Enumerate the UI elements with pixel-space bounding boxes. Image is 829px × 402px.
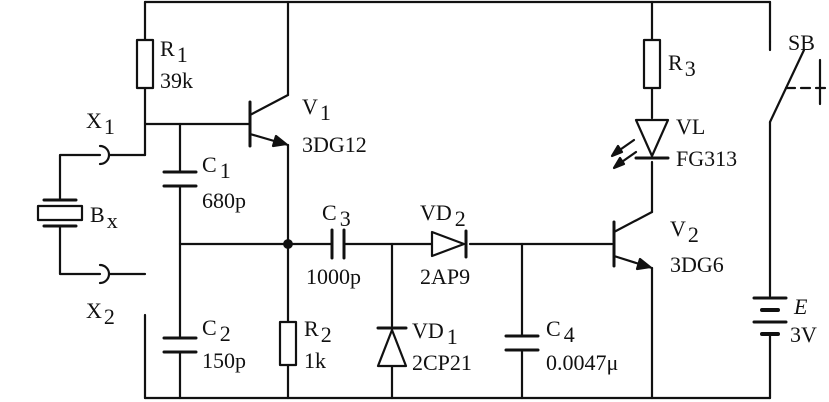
x1-label: X1 [86, 108, 115, 139]
resistor-r3: R3 [642, 38, 696, 90]
bx-label: Bx [90, 202, 118, 233]
r1-label: R1 [160, 36, 188, 67]
wires [58, 0, 772, 400]
junction-dot [283, 239, 293, 249]
r3-label: R3 [668, 50, 696, 81]
vl-value: FG313 [676, 146, 737, 171]
crystal-bx: Bx [36, 198, 118, 233]
transistor-v1: V1 3DG12 [248, 93, 367, 157]
transistor-v2: V2 3DG6 [612, 210, 724, 277]
battery-e: E 3V [752, 294, 817, 347]
c3-value: 1000p [306, 264, 361, 289]
v1-label: V1 [302, 94, 331, 125]
v2-value: 3DG6 [670, 252, 724, 277]
switch-sb: SB [768, 30, 828, 124]
resistor-r2: R2 1k [278, 316, 332, 373]
socket-x2: X2 [86, 263, 115, 329]
x2-label: X2 [86, 298, 115, 329]
c4-value: 0.0047μ [546, 350, 618, 375]
vd1-value: 2CP21 [412, 350, 472, 375]
v1-value: 3DG12 [302, 132, 367, 157]
resistor-r1: R1 39k [135, 36, 193, 93]
vd2-value: 2AP9 [420, 264, 470, 289]
r2-label: R2 [304, 316, 332, 347]
vl-label: VL [676, 114, 705, 139]
e-value: 3V [790, 322, 817, 347]
c2-value: 150p [202, 348, 246, 373]
socket-x1: X1 [86, 108, 115, 166]
v2-label: V2 [670, 216, 699, 247]
e-label: E [793, 294, 808, 319]
sb-label: SB [788, 30, 815, 55]
c1-value: 680p [202, 188, 246, 213]
r2-value: 1k [304, 348, 326, 373]
led-vl: VL FG313 [610, 114, 737, 171]
r1-value: 39k [160, 68, 193, 93]
